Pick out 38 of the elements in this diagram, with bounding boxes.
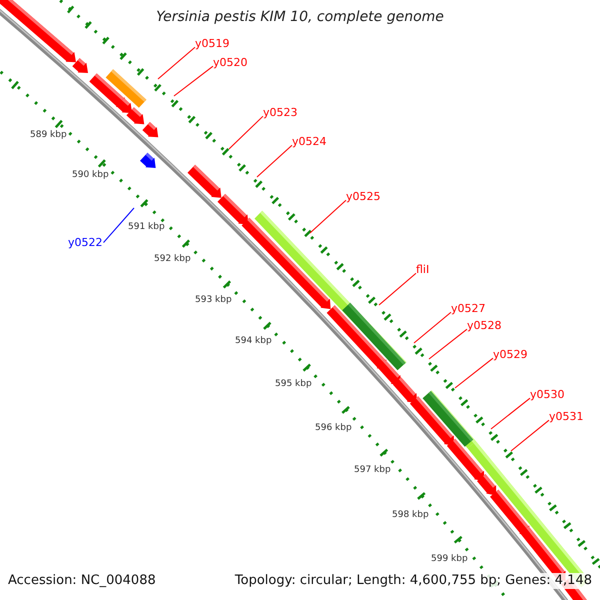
leader-line	[256, 144, 292, 178]
leader-line	[428, 328, 468, 360]
leader-line	[378, 272, 416, 306]
gene-label: y0527	[451, 302, 486, 316]
scale-label: 590 kbp	[72, 170, 109, 181]
gene-label: y0519	[195, 37, 230, 50]
gene-label: y0520	[213, 56, 248, 70]
gene-label: y0531	[549, 410, 584, 424]
scale-label: 593 kbp	[195, 295, 232, 306]
scale-label: 592 kbp	[154, 254, 191, 265]
gene-label: y0528	[467, 319, 502, 332]
scale-label: 597 kbp	[354, 465, 391, 476]
scale-label: 594 kbp	[235, 336, 272, 347]
gene-label: y0523	[263, 106, 298, 120]
gene-label: y0529	[493, 348, 528, 362]
leader-line	[174, 66, 214, 96]
scale-label: 598 kbp	[392, 510, 429, 521]
gene-label: y0522	[68, 236, 103, 250]
accession-text: Accession: NC_004088	[8, 573, 156, 589]
leader-line	[414, 312, 452, 344]
leader-line	[310, 200, 346, 234]
gene-label: fliI	[416, 263, 430, 276]
scale-label: 596 kbp	[315, 423, 352, 434]
leader-line	[490, 398, 530, 430]
scale-label: 591 kbp	[128, 222, 165, 233]
leader-line	[454, 358, 494, 388]
genome-info-text: Topology: circular; Length: 4,600,755 bp; Genes: 4,148	[234, 573, 592, 589]
leader-line	[510, 420, 550, 452]
gene-label: y0530	[530, 388, 565, 402]
leader-line	[158, 46, 196, 80]
gene-label: y0524	[292, 135, 327, 148]
scale-label: 589 kbp	[30, 130, 67, 141]
gene-label: y0525	[346, 190, 381, 204]
leader-line	[103, 208, 134, 244]
leader-line	[228, 116, 264, 150]
scale-label: 599 kbp	[431, 554, 468, 565]
diagram-title: Yersinia pestis KIM 10, complete genome	[155, 9, 445, 26]
scale-label: 595 kbp	[275, 379, 312, 390]
